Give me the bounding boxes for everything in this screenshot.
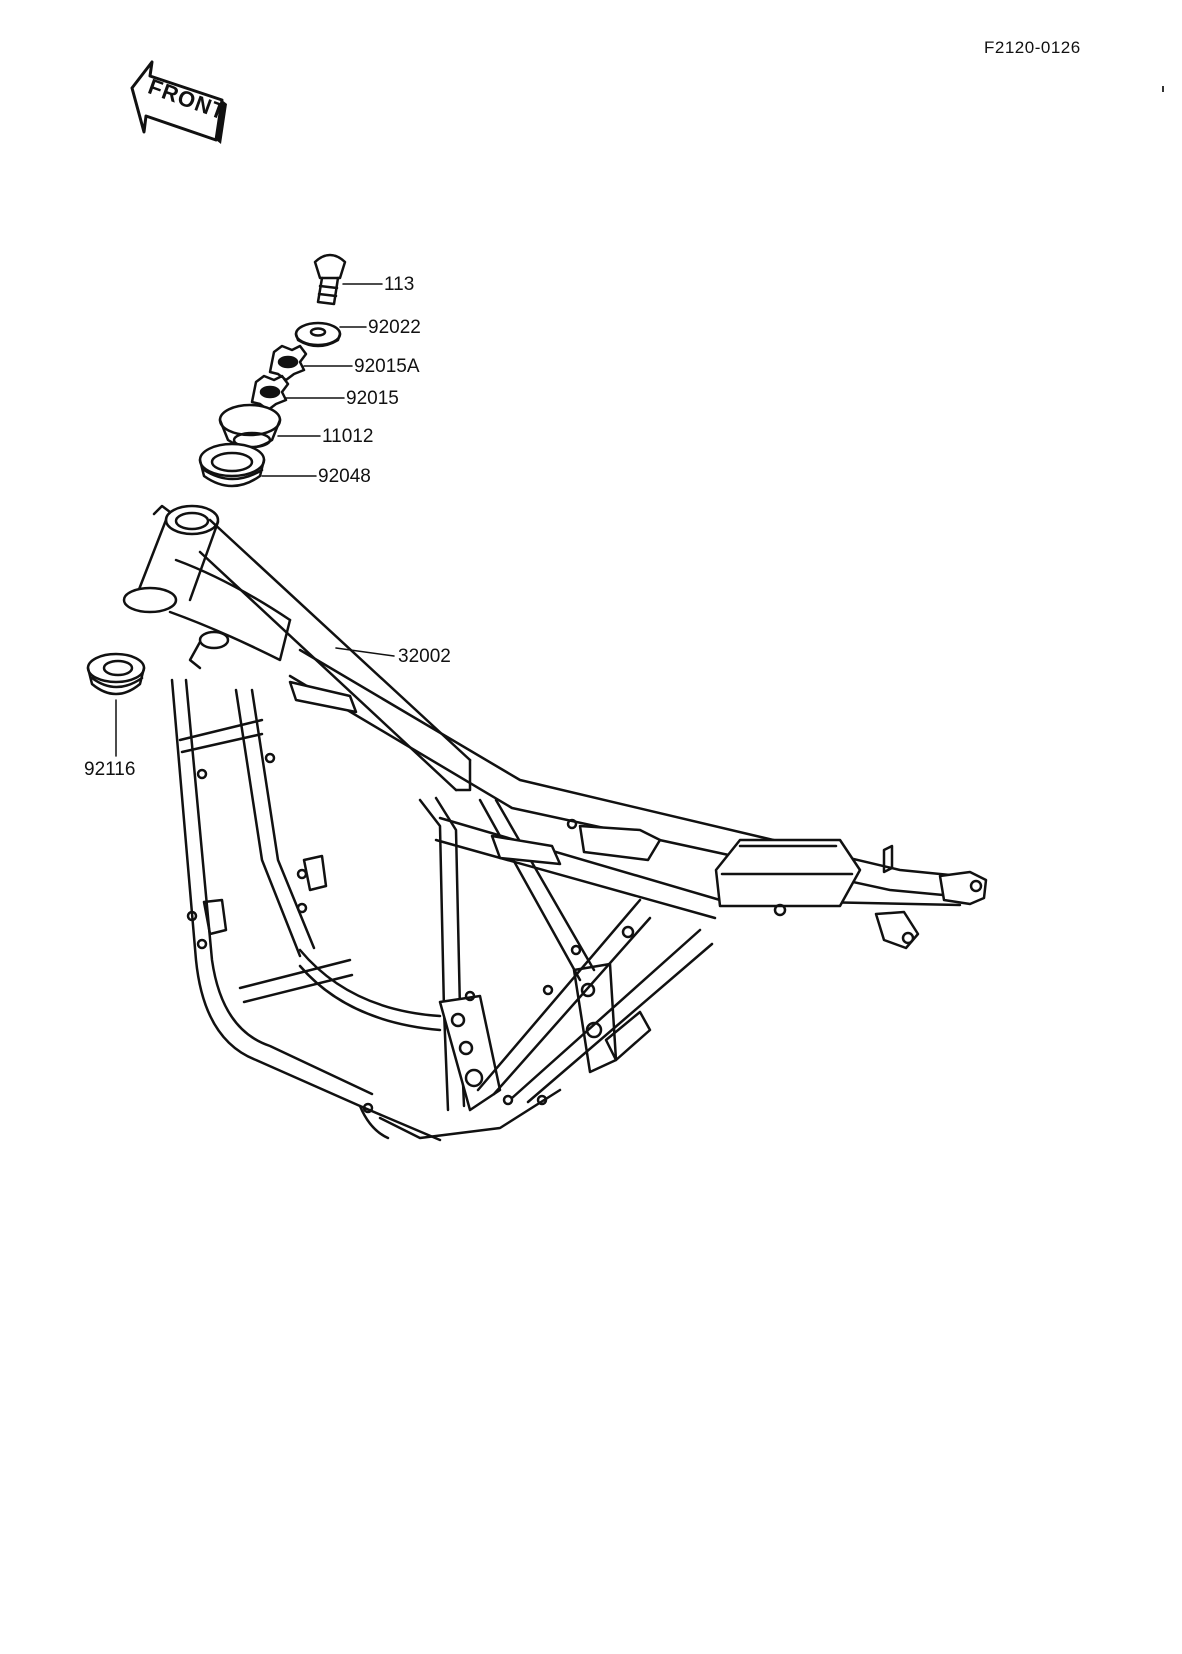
front-arrow-icon <box>130 60 227 144</box>
bolt-113-icon <box>313 253 347 306</box>
part-label-92015: 92015 <box>346 388 399 409</box>
bearing-cup-11012-icon <box>218 403 282 449</box>
scan-mark <box>1162 86 1164 92</box>
part-label-92015a: 92015A <box>354 356 420 377</box>
diagram-code: F2120-0126 <box>984 38 1081 57</box>
part-label-92022: 92022 <box>368 317 421 338</box>
nut-92015a-icon <box>268 344 308 382</box>
washer-92022-icon <box>294 321 342 348</box>
leader-32002 <box>335 647 395 657</box>
part-label-92048: 92048 <box>318 466 371 487</box>
part-label-113: 113 <box>384 274 415 295</box>
part-label-92116: 92116 <box>84 759 136 780</box>
bearing-92048-icon <box>198 442 266 488</box>
bearing-92116-icon <box>86 652 146 696</box>
part-label-32002: 32002 <box>398 646 451 667</box>
part-label-11012: 11012 <box>322 426 374 447</box>
frame-32002-icon <box>122 504 988 1142</box>
nut-92015-icon <box>250 374 290 412</box>
front-arrow: FRONT <box>128 60 229 150</box>
